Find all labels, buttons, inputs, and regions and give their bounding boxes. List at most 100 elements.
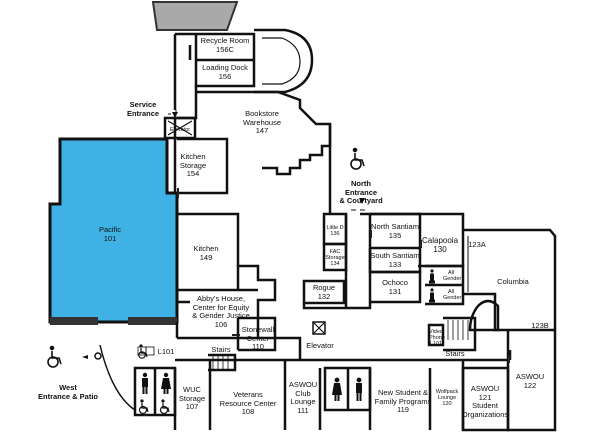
womens-restroom-icon [332, 377, 342, 401]
room-l101-number: L101 [157, 347, 175, 356]
room-loading-name: Loading Dock [202, 63, 248, 72]
elevator-top-label: Elevator [170, 127, 190, 133]
room-abbys-label: Abby's House,Center for Equity& Gender J… [192, 294, 250, 329]
room-north-santiam-number: 135 [388, 230, 402, 240]
stairs-left-text: Stairs [211, 345, 231, 354]
room-new-student-number: 119 [397, 405, 409, 414]
room-ochoco-name: Ochoco [382, 278, 408, 287]
stairs-right-label: Stairs [445, 349, 464, 359]
room-bookstore-name: Bookstore Warehouse [242, 109, 282, 127]
all-gender-restroom-icon [429, 269, 435, 284]
room-rogue-box [302, 279, 346, 305]
north-entrance-line3: & Courtyard [339, 196, 383, 205]
room-veterans-line2: Resource Center [219, 398, 277, 408]
room-columbia-label: Columbia [497, 277, 529, 287]
wall-kitchen-storage [177, 137, 229, 195]
all-gender-text-2: All Gender [443, 289, 462, 301]
wall-stairs-right [443, 316, 477, 352]
room-abbys-line2: Center for Equity [192, 302, 250, 312]
service-entrance-line2: Entrance [126, 108, 160, 118]
north-entrance-line2: Entrance [344, 187, 378, 197]
room-123b-label: 123B [531, 321, 549, 331]
room-wuc-storage-number: 107 [185, 402, 199, 411]
wall-restrooms [133, 366, 177, 417]
room-video-phone-box [427, 323, 445, 347]
elevator-icon [167, 120, 193, 136]
stairs-icon [212, 356, 229, 369]
room-aswou-orgs-line2: 121 [478, 392, 492, 402]
room-wolfpack-number: 120 [442, 401, 452, 407]
room-stonewall-number: 110 [252, 342, 264, 351]
room-123b-number: 123B [531, 321, 549, 330]
elevator-top-text: Elevator [169, 127, 191, 133]
room-video-phone-name: Video Phone [429, 329, 445, 341]
room-club-lounge-number: 111 [297, 405, 309, 415]
room-calapooia-number: 130 [433, 245, 447, 254]
room-fac-storage-number: 134 [330, 261, 340, 267]
mens-restroom-icon [142, 372, 148, 394]
room-kitchen-storage-name: Kitchen Storage [179, 152, 207, 170]
room-l101-label: L101 [157, 347, 175, 357]
all-gender-text-1: All Gender [443, 270, 462, 282]
wall-west-curve [99, 344, 136, 411]
room-little-d-name: Little D [326, 225, 344, 231]
elevator-mid-text: Elevator [306, 341, 334, 350]
pacific-door-strip-left [50, 317, 98, 325]
wall-loading-dock-curve [254, 28, 314, 94]
room-wuc-storage-line2: Storage [178, 393, 206, 403]
room-little-d-number: 136 [330, 231, 340, 237]
room-video-phone-number: L101 [429, 341, 443, 347]
all-gender-restroom-icon [137, 346, 155, 356]
west-entrance-line1: West [59, 383, 77, 392]
room-aswou-orgs-line4: Organizations [461, 409, 509, 419]
room-south-santiam-name: South Santiam [370, 251, 420, 260]
entrance-arrow-icon [359, 198, 365, 204]
womens-restroom-icon [161, 372, 171, 394]
room-kitchen-storage-number: 154 [186, 169, 200, 178]
all-gender-label-1: All Gender [443, 270, 462, 282]
room-ochoco-number: 131 [388, 286, 402, 296]
room-new-student-line2: Family Programs [374, 396, 432, 406]
wall-circular-lobby [468, 299, 500, 332]
room-aswou-121-box [461, 366, 510, 432]
north-entrance-line1: North [351, 179, 371, 188]
wall-ochoco [370, 270, 422, 304]
room-123a-number: 123A [468, 240, 486, 249]
room-abbys-line1: Abby's House, [196, 294, 246, 303]
room-calapooia-name: Calapooia [421, 236, 459, 245]
room-stonewall-name: Stonewall Center [241, 325, 275, 343]
room-bookstore-number: 147 [255, 126, 269, 135]
wheelchair-icon [138, 399, 149, 415]
room-recycle-name: Recycle Room [200, 36, 250, 45]
room-abbys-number: 106 [214, 319, 228, 329]
room-aswou-orgs-line1: ASWOU [470, 384, 500, 393]
room-wolfpack-name: Wolfpack Lounge [435, 389, 459, 401]
room-123a-label: 123A [468, 240, 486, 250]
elevator-mid-box [312, 321, 326, 335]
room-recycle-number: 156C [216, 44, 234, 54]
room-kitchen-number: 149 [199, 252, 213, 262]
pacific-door-strip-right [128, 317, 177, 325]
wall-central-block [302, 124, 420, 310]
room-pacific-name: Pacific [98, 225, 122, 234]
room-south-santiam-number: 133 [388, 259, 402, 269]
entrance-arrow-icon [82, 355, 88, 359]
room-fac-storage-name: FAC Storage [325, 249, 345, 261]
